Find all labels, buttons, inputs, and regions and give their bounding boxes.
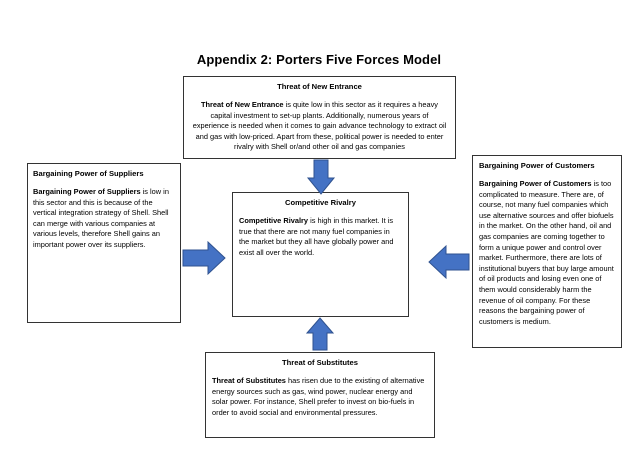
suppliers-lead: Bargaining Power of Suppliers — [33, 187, 141, 196]
substitutes-body: Threat of Substitutes has risen due to t… — [212, 376, 428, 418]
customers-body: Bargaining Power of Customers is too com… — [479, 179, 615, 327]
customers-text: is too complicated to measure. There are… — [479, 179, 614, 326]
bargaining-power-of-suppliers-box: Bargaining Power of Suppliers Bargaining… — [27, 163, 181, 323]
entrance-heading: Threat of New Entrance — [277, 82, 362, 91]
rivalry-heading: Competitive Rivalry — [285, 198, 356, 207]
substitutes-lead: Threat of Substitutes — [212, 376, 286, 385]
diagram-title: Appendix 2: Porters Five Forces Model — [196, 52, 442, 67]
suppliers-body: Bargaining Power of Suppliers is low in … — [33, 187, 175, 251]
substitutes-text: has risen due to the existing of alterna… — [212, 376, 425, 417]
suppliers-text: is low in this sector and this is becaus… — [33, 187, 169, 249]
arrow-left-from-customers — [428, 244, 470, 280]
rivalry-body: Competitive Rivalry is high in this mark… — [239, 216, 402, 258]
rivalry-lead: Competitive Rivalry — [239, 216, 309, 225]
entrance-lead: Threat of New Entrance — [201, 100, 284, 109]
entrance-body: Threat of New Entrance is quite low in t… — [192, 100, 447, 153]
threat-of-substitutes-box: Threat of Substitutes Threat of Substitu… — [205, 352, 435, 438]
arrow-right-from-suppliers — [182, 240, 226, 276]
threat-of-new-entrance-box: Threat of New Entrance Threat of New Ent… — [183, 76, 456, 159]
arrow-down-from-entrance — [306, 159, 336, 195]
rivalry-text: is high in this market. It is true that … — [239, 216, 394, 257]
bargaining-power-of-customers-box: Bargaining Power of Customers Bargaining… — [472, 155, 622, 348]
customers-heading: Bargaining Power of Customers — [479, 161, 595, 170]
competitive-rivalry-box: Competitive Rivalry Competitive Rivalry … — [232, 192, 409, 317]
customers-lead: Bargaining Power of Customers — [479, 179, 592, 188]
arrow-up-from-substitutes — [305, 317, 335, 351]
entrance-text: is quite low in this sector as it requir… — [192, 100, 447, 152]
substitutes-heading: Threat of Substitutes — [282, 358, 358, 367]
suppliers-heading: Bargaining Power of Suppliers — [33, 169, 144, 178]
